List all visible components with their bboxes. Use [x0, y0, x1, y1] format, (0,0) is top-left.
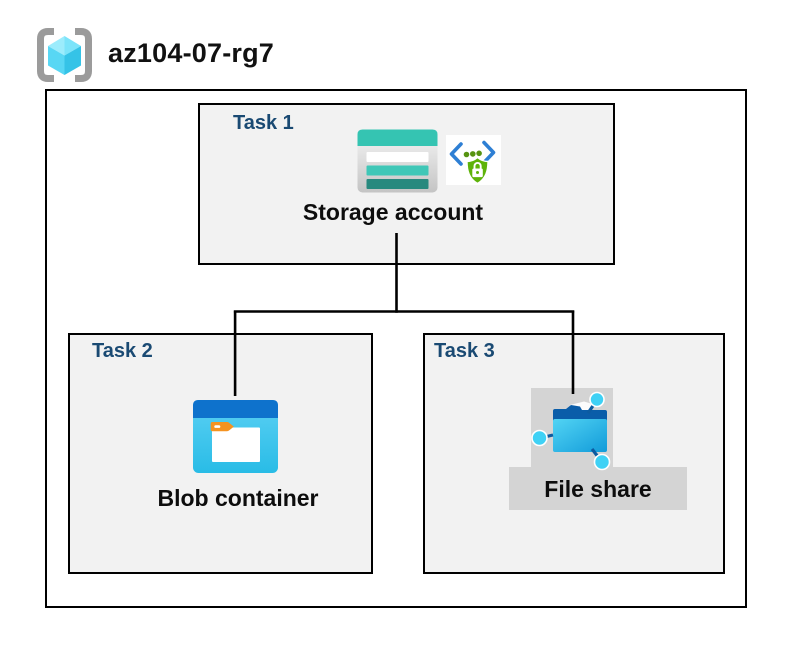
blob-container-icon — [193, 400, 278, 473]
storage-account-icon — [357, 129, 438, 193]
secure-access-sas-icon — [446, 135, 501, 185]
blob-container-caption: Blob container — [157, 485, 319, 511]
task1-label: Task 1 — [233, 112, 294, 134]
task3-label: Task 3 — [434, 340, 495, 362]
file-share-caption: File share — [544, 476, 652, 502]
file-share-label-highlight — [509, 467, 687, 510]
resource-group-icon — [37, 28, 92, 82]
storage-account-caption: Storage account — [302, 199, 484, 225]
file-share-icon — [531, 391, 611, 471]
task2-label: Task 2 — [92, 340, 153, 362]
resource-group-name: az104-07-rg7 — [108, 38, 274, 68]
